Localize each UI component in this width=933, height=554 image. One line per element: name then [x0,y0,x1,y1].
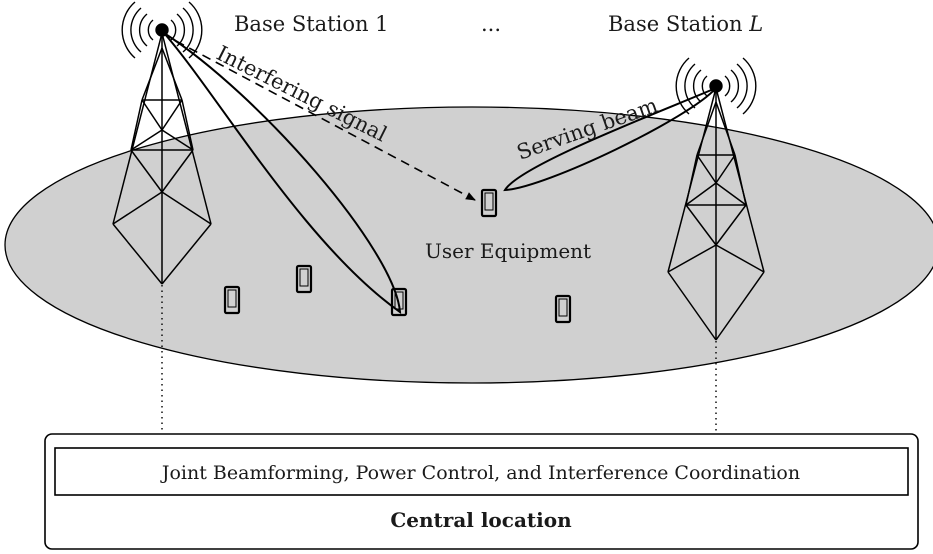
base-station-L-label: Base Station L [608,12,763,36]
mobile-phone-icon [554,294,572,324]
ellipsis-label: ... [481,12,501,36]
mobile-phone-icon [295,264,313,294]
interfering-signal-arrow [175,40,476,201]
coordination-label: Joint Beamforming, Power Control, and In… [160,462,800,484]
coordination-box [54,447,909,496]
base-station-L-tower-icon [667,87,765,341]
base-station-1-tower-icon [112,32,212,285]
base-station-1-label: Base Station 1 [234,12,389,36]
mobile-phone-icon [390,287,408,317]
base-station-L-antenna-icon [675,57,757,115]
mobile-phone-icon [223,285,241,315]
central-location-label: Central location [390,508,572,532]
base-station-L-prefix: Base Station [608,12,743,36]
beam-bs1-lobe [163,32,402,315]
user-equipment-label: User Equipment [425,239,591,263]
serving-beam-lobe [503,87,717,192]
base-station-L-var: L [748,12,763,36]
user-equipment-target-icon [480,188,498,218]
